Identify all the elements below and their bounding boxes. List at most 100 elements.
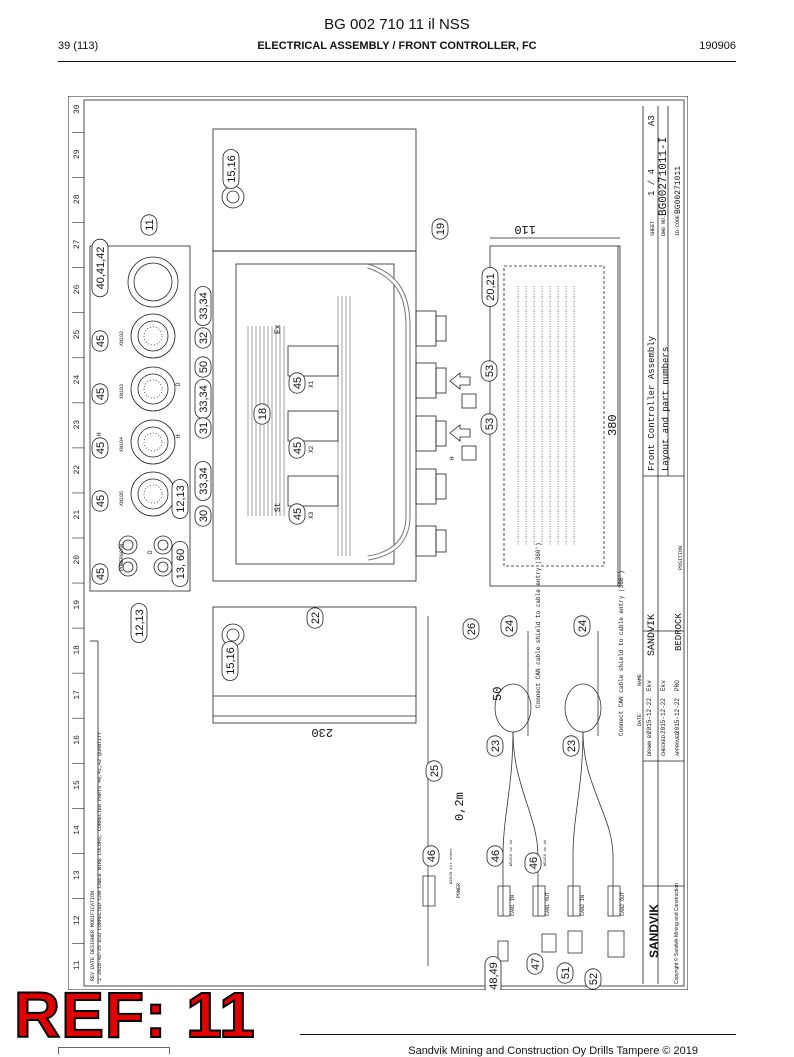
callout-c45b: 45 [91, 383, 109, 405]
ident-code: BG00271011 [674, 166, 683, 214]
dimension-0-2m: 0,2m [453, 792, 467, 821]
callout-c45x2: 45 [288, 437, 306, 459]
checked-date: 2015-12-22 [660, 698, 667, 734]
callout-text: 26 [466, 623, 478, 635]
callout-c24b: 24 [573, 615, 591, 637]
callout-text: 46 [528, 857, 540, 869]
callout-text: 47 [530, 958, 542, 970]
copyright: Copyright © Sandvik Mining and Construct… [673, 883, 680, 984]
callout-text: 46 [490, 850, 502, 862]
callout-c45d: 45 [91, 490, 109, 512]
grid-number: 20 [73, 555, 82, 565]
callout-c47: 47 [526, 953, 544, 975]
grid-number: 28 [73, 194, 82, 204]
callout-c15a: 15,16 [222, 149, 240, 189]
footer-divider [300, 1034, 736, 1035]
callout-text: 45 [95, 442, 107, 454]
callout-text: 48,49 [488, 962, 500, 990]
cable-can2-out: CAN2 OUT [620, 892, 626, 916]
dimension-230: 230 [311, 725, 333, 739]
cable-can2-in: CAN2 IN [580, 895, 586, 916]
callout-text: 22 [310, 612, 322, 624]
callout-c45c: 45 [91, 437, 109, 459]
callout-c48: 48,49 [484, 956, 502, 990]
callout-text: 33,34 [198, 385, 210, 413]
label-h2: H [175, 434, 182, 438]
label-xn102: XN102 [119, 331, 125, 346]
grid-number: 15 [73, 780, 82, 790]
grid-number: 17 [73, 690, 82, 700]
grid-number: 27 [73, 239, 82, 249]
grid-number: 12 [73, 915, 82, 925]
callout-text: 18 [257, 408, 269, 420]
callout-text: 12,13 [134, 609, 146, 637]
callout-text: 19 [435, 223, 447, 235]
approved-label: APPROVED [675, 732, 681, 756]
project-name: BEDROCK [674, 613, 684, 651]
label-xn105: XN105 [119, 491, 125, 506]
callout-c20: 20,21 [481, 267, 499, 307]
callout-c45e: 45 [91, 563, 109, 585]
callout-text: 33,34 [198, 467, 210, 495]
callout-text: 53 [484, 365, 496, 377]
callout-text: 24 [577, 620, 589, 632]
label-x3: X3 [308, 511, 315, 519]
grid-number: 18 [73, 645, 82, 655]
callout-text: 25 [429, 765, 441, 777]
callout-text: 15,16 [226, 155, 238, 183]
callout-c33a: 33,34 [194, 286, 212, 326]
label-xn104: XN104 [119, 437, 125, 452]
callout-c13: 13, 60 [171, 540, 189, 588]
callout-c15b: 15,16 [221, 641, 239, 681]
label-ex: Ex [274, 324, 283, 334]
cable-power: POWER [456, 883, 462, 898]
callout-c51: 51 [556, 962, 574, 984]
callout-c24a: 24 [500, 615, 518, 637]
callout-text: 46 [426, 850, 438, 862]
approved-date: 2015-12-22 [674, 698, 681, 734]
callout-c22: 22 [306, 607, 324, 629]
cable-w5150b: W5150 on ## [544, 839, 548, 866]
ref-label: REF: 11 [13, 979, 256, 1051]
grid-number: 30 [73, 104, 82, 114]
callout-c46a: 46 [422, 845, 440, 867]
callout-text: 12,13 [175, 485, 187, 513]
title-block [642, 106, 684, 984]
callout-c50: 50 [194, 356, 212, 378]
callout-c18: 18 [253, 403, 271, 425]
callout-text: 23 [490, 740, 502, 752]
callout-c33b: 33,34 [194, 379, 212, 419]
grid-number: 21 [73, 510, 82, 520]
label-power-can: POWER&CAN [119, 544, 125, 571]
grid-number: 23 [73, 420, 82, 430]
rev-header: REV DATE DESIGNER MODIFICATION [90, 891, 96, 981]
grid-number: 13 [73, 870, 82, 880]
cable-w2028: W2028 1st sheet [449, 848, 454, 884]
callout-text: 45 [292, 508, 304, 520]
callout-text: 15,16 [225, 647, 237, 675]
callout-c30: 30 [194, 505, 212, 527]
document-code: 190906 [699, 40, 736, 52]
callout-c53a: 53 [480, 360, 498, 382]
callout-text: 23 [566, 740, 578, 752]
callout-text: 45 [292, 377, 304, 389]
cable-note-2: Connect CAN cable shield to cable entry … [618, 570, 625, 736]
checked-name: Ekv [660, 680, 667, 691]
label-st: St [274, 502, 283, 512]
callout-c12b: 12,13 [130, 603, 148, 643]
label-xn103: XN103 [119, 384, 125, 399]
callout-text: 45 [95, 335, 107, 347]
callout-c25: 25 [425, 760, 443, 782]
callout-text: 30 [198, 510, 210, 522]
callout-text: 33,34 [198, 292, 210, 320]
drawn-label: DRAWN BY [647, 732, 653, 756]
callout-c40: 40,41,42 [91, 238, 109, 298]
callout-text: 13, 60 [175, 549, 187, 580]
callout-text: 45 [95, 568, 107, 580]
label-h1: H [96, 432, 103, 436]
callout-c31: 31 [194, 417, 212, 439]
document-title: BG 002 710 11 il NSS [324, 16, 470, 33]
callout-text: 52 [588, 973, 600, 985]
